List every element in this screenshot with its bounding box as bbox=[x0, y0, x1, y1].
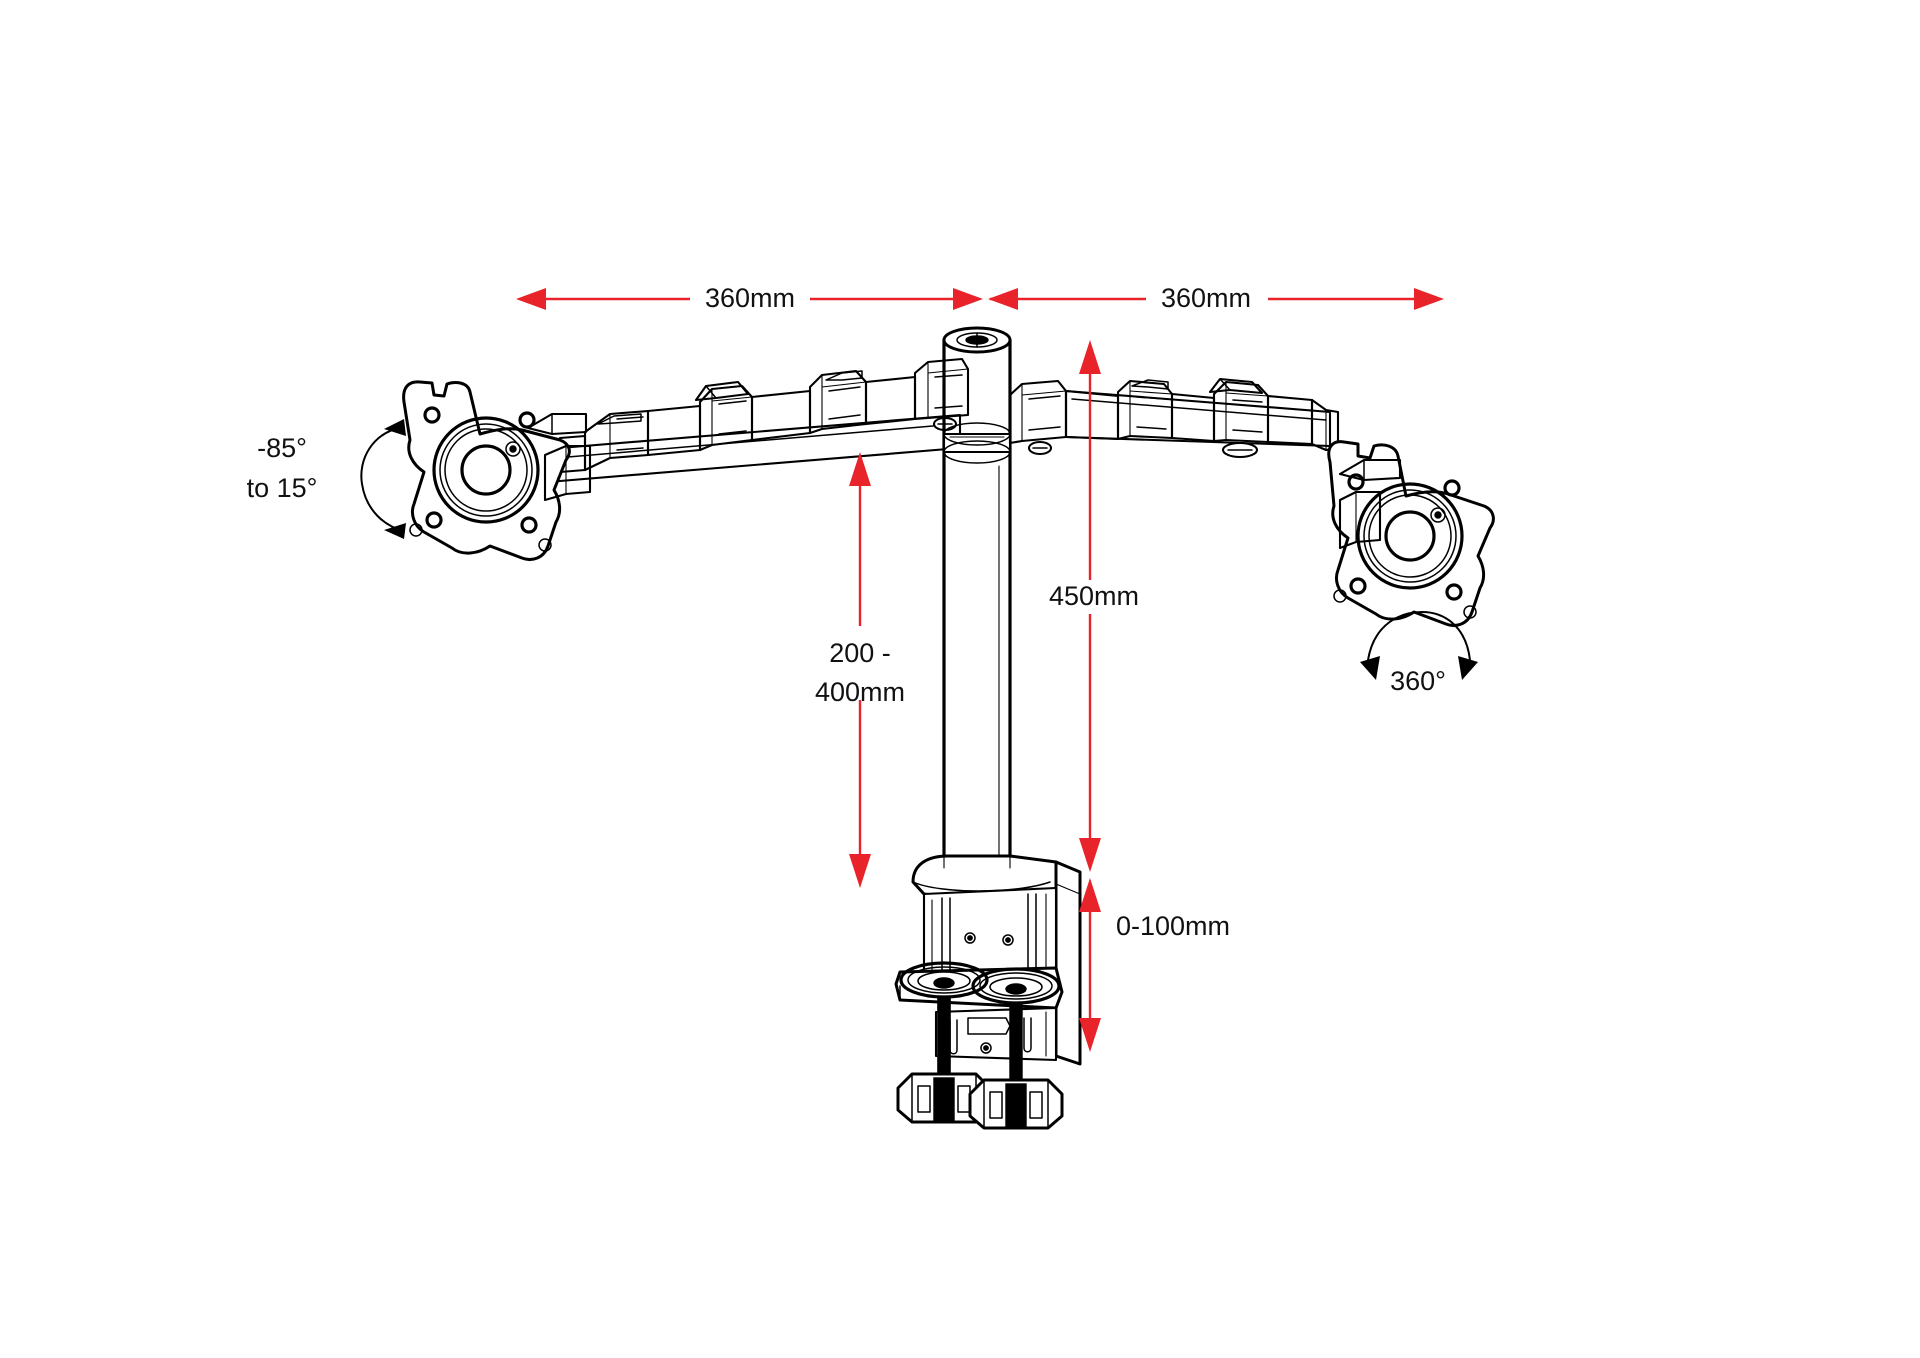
dimension-pole-height: 450mm bbox=[1035, 340, 1153, 872]
dimension-arm-height-range: 200 - 400mm bbox=[815, 452, 905, 888]
tilt-angle-label-line2: to 15° bbox=[247, 473, 318, 503]
tilt-rotation-arc-icon bbox=[360, 419, 406, 539]
left-extension-arm bbox=[546, 357, 970, 484]
dimension-label-arm-left: 360mm bbox=[705, 283, 795, 313]
dimension-label-clamp-range: 0-100mm bbox=[1116, 911, 1230, 941]
rotation-arc-icon bbox=[1360, 610, 1478, 680]
left-monitor-vesa-plate bbox=[402, 380, 592, 561]
dimension-clamp-range: 0-100mm bbox=[1079, 878, 1230, 1052]
desk-c-clamp bbox=[894, 854, 1082, 1130]
dimension-label-pole-height: 450mm bbox=[1049, 581, 1139, 611]
dimension-arm-left: 360mm bbox=[516, 283, 983, 313]
dimension-label-height-line2: 400mm bbox=[815, 677, 905, 707]
right-monitor-vesa-plate bbox=[1327, 440, 1495, 627]
dimension-label-height-line1: 200 - bbox=[829, 638, 891, 668]
dimension-arm-right: 360mm bbox=[988, 283, 1444, 313]
clamp-thumbscrew-left bbox=[896, 1072, 992, 1124]
rotation-angle-label: 360° bbox=[1390, 666, 1446, 696]
tilt-angle-label-line1: -85° bbox=[257, 433, 307, 463]
clamp-thumbscrew-right bbox=[968, 1078, 1064, 1130]
dimension-label-arm-right: 360mm bbox=[1161, 283, 1251, 313]
